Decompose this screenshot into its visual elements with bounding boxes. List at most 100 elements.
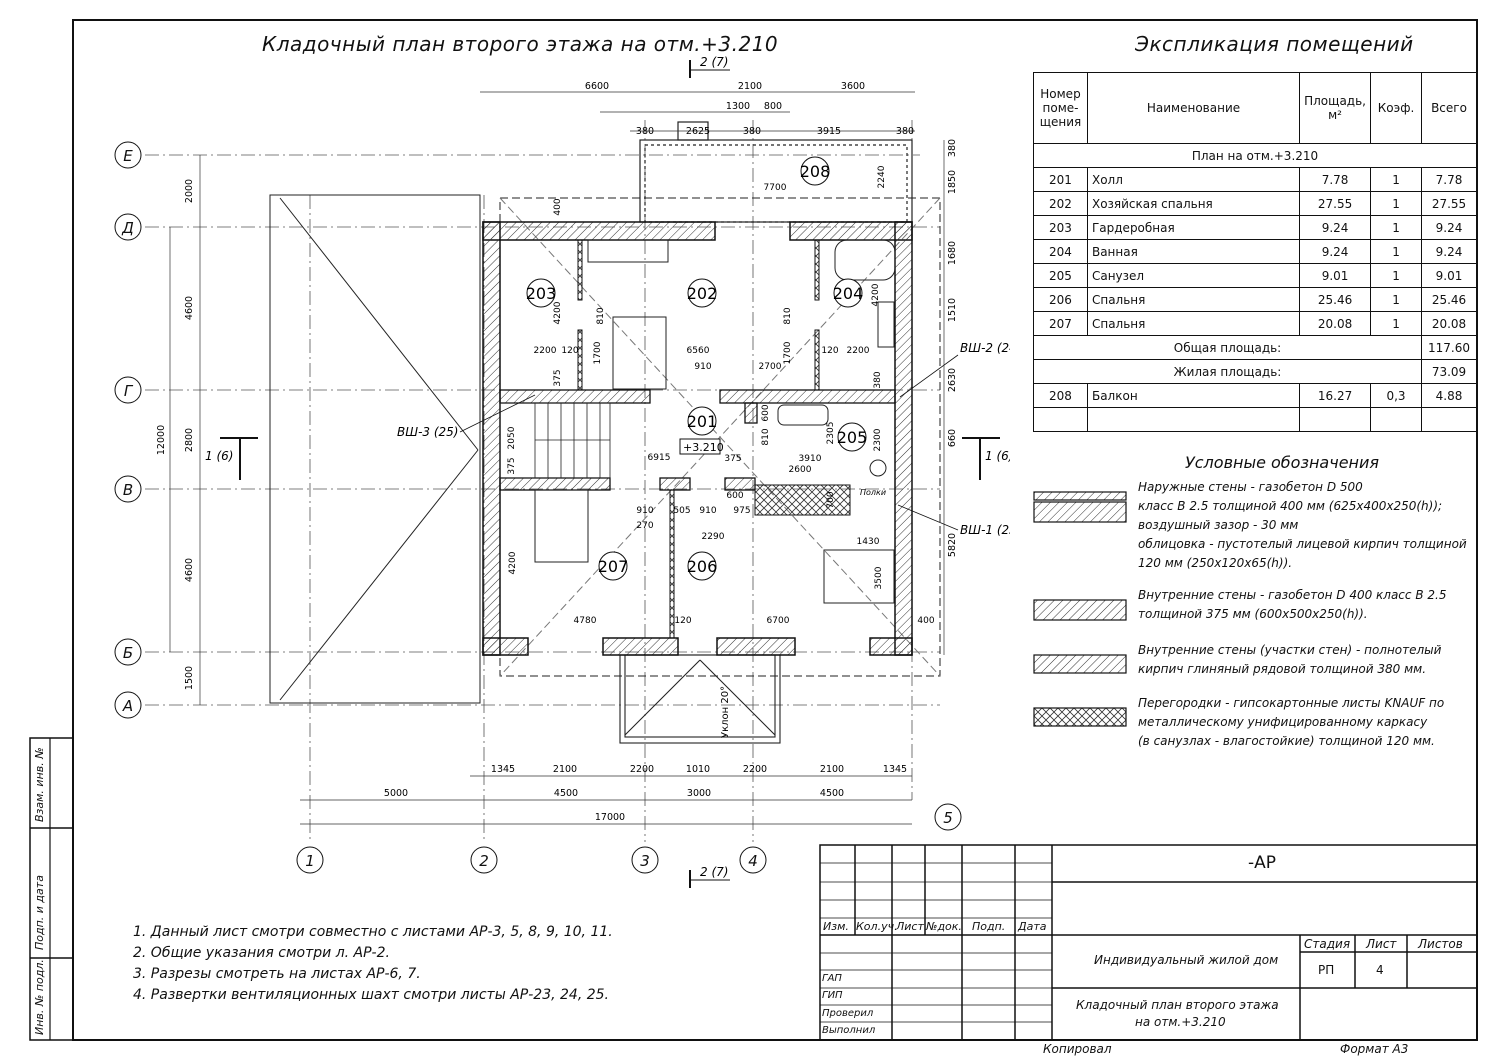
explication-title: Экспликация помещений [1135, 32, 1414, 56]
label: 1 [1370, 287, 1422, 312]
label: А [122, 697, 133, 715]
label: Спальня [1086, 287, 1301, 312]
label: 208 [800, 162, 831, 181]
stamp-copied: Копировал [1043, 1042, 1112, 1056]
label: 600 [761, 404, 771, 421]
label: 4600 [184, 296, 195, 320]
label: 3915 [817, 126, 841, 137]
table-total-row: Общая площадь:117.60 [1033, 335, 1477, 360]
label: 1850 [947, 170, 958, 194]
stamp-format: Формат А3 [1340, 1042, 1409, 1056]
label: 910 [699, 506, 716, 516]
axis-V: В [114, 475, 142, 503]
label: 120 [821, 346, 838, 356]
label: Балкон [1086, 383, 1301, 408]
label: 204 [1033, 239, 1088, 264]
label: 27.55 [1299, 191, 1372, 216]
room-202: 202 [687, 278, 718, 308]
label: 203 [526, 284, 557, 303]
label: 120 [561, 346, 578, 356]
label: 2305 [826, 422, 836, 445]
label: 2300 [873, 428, 883, 451]
label: 1680 [947, 241, 958, 265]
label: кирпич глиняный рядовой толщиной 380 мм. [1138, 662, 1427, 676]
stamp-stage-header: Стадия [1304, 937, 1351, 951]
label: Наружные стены - газобетон D 500 [1138, 480, 1363, 494]
label: 975 [733, 506, 750, 516]
label: 400 [553, 198, 563, 215]
shelves-label: Полки [860, 488, 886, 497]
label: 202 [687, 284, 718, 303]
label: Б [123, 644, 133, 662]
label: 270 [636, 521, 653, 531]
section-mark-top: 2 (7) [689, 55, 730, 78]
floor-plan: 203 202 204 201 205 207 206 208 +3.210 У… [114, 55, 1010, 888]
exterior-walls [482, 221, 913, 656]
stamp-col-date: Дата [1018, 920, 1047, 933]
legend-swatch-exterior [1033, 491, 1127, 501]
axis-1: 1 [296, 846, 324, 874]
label: Спальня [1086, 311, 1301, 336]
label: металлическому унифицированному каркасу [1138, 715, 1428, 729]
label: 375 [507, 457, 517, 474]
label: 3000 [687, 788, 711, 799]
label: Коэф. [1370, 72, 1422, 144]
label: воздушный зазор - 30 мм [1138, 518, 1299, 532]
dimensions-left: 2000 4600 2800 4600 1500 12000 [156, 179, 195, 690]
label: 2630 [947, 368, 958, 392]
label: 6600 [585, 81, 609, 92]
stamp-col-kol: Кол.уч. [856, 920, 898, 933]
label: 4.88 [1421, 383, 1477, 408]
stamp-role-gap: ГАП [822, 973, 842, 984]
label: 6560 [687, 346, 710, 356]
label: Наименование [1086, 72, 1301, 144]
label: 2600 [789, 465, 812, 475]
label: Жилая площадь: [1033, 359, 1422, 384]
stamp-code: -АР [1248, 853, 1277, 873]
label: 2100 [553, 764, 577, 775]
label: 3910 [799, 454, 822, 464]
axis-A: А [114, 691, 142, 719]
label: 600 [726, 491, 743, 501]
legend-swatch-partition [1033, 707, 1127, 727]
label: (в санузлах - влагостойкие) толщиной 120… [1138, 734, 1435, 748]
stamp-role-done: Выполнил [822, 1025, 876, 1036]
label: 375 [553, 369, 563, 386]
axis-G: Г [114, 376, 142, 404]
stamp-stage: РП [1318, 963, 1335, 977]
label: 1 [1370, 191, 1422, 216]
label: 9.01 [1299, 263, 1372, 288]
side-stamp-inventory: Инв. № подл. [33, 959, 46, 1035]
stamp-sheet-title-1: Кладочный план второго этажа [1076, 998, 1279, 1012]
label: 201 [687, 412, 718, 431]
label: 1 [1370, 263, 1422, 288]
label: 2 (7) [700, 865, 728, 879]
label: 1300 [726, 101, 750, 112]
label: 2100 [738, 81, 762, 92]
stamp-sheet-header: Лист [1366, 937, 1397, 951]
label: 1. Данный лист смотри совместно с листам… [133, 924, 613, 940]
label: 20.08 [1299, 311, 1372, 336]
label: Номер поме- щения [1033, 72, 1088, 144]
label: 400 [917, 616, 934, 626]
label: 1700 [593, 341, 603, 364]
label: 2200 [534, 346, 557, 356]
label: 206 [1033, 287, 1088, 312]
label: 117.60 [1421, 335, 1477, 360]
label: Перегородки - гипсокартонные листы KNAUF… [1138, 696, 1445, 710]
label: 1 (6) [205, 449, 233, 463]
label: 4780 [574, 616, 597, 626]
label: класс В 2.5 толщиной 400 мм (625x400x250… [1138, 499, 1443, 513]
stamp-col-list: Лист [896, 920, 924, 933]
stamp-role-gip: ГИП [822, 990, 843, 1001]
label: 73.09 [1421, 359, 1477, 384]
label: 375 [724, 454, 741, 464]
label: 7.78 [1421, 167, 1477, 192]
room-207: 207 [598, 551, 629, 581]
label: 207 [598, 557, 629, 576]
